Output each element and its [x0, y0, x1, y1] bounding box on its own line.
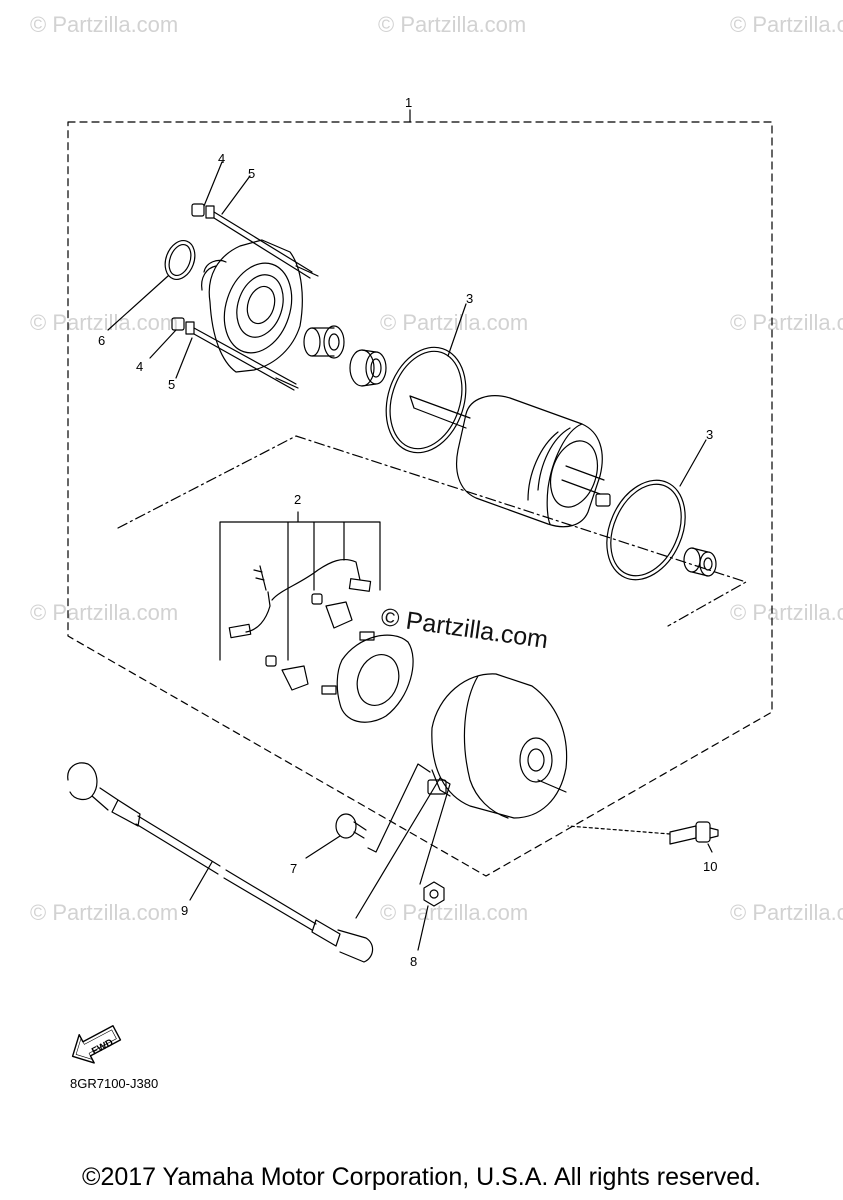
- leader-line-7: [305, 835, 341, 859]
- copyright-notice: ©2017 Yamaha Motor Corporation, U.S.A. A…: [82, 1163, 761, 1191]
- watermark: © Partzilla.com: [380, 900, 529, 925]
- callout-7: 7: [290, 861, 298, 876]
- bolt-4-upper: [191, 203, 319, 279]
- bearing: [303, 325, 345, 359]
- assembly-boundary: [67, 121, 773, 877]
- callout-4: 4: [136, 359, 144, 374]
- watermark: © Partzilla.com: [730, 900, 843, 925]
- watermark: © Partzilla.com: [380, 310, 529, 335]
- leader-line-4b: [149, 329, 177, 359]
- leader-line-8: [417, 905, 429, 951]
- callout-3: 3: [706, 427, 714, 442]
- bolt-4-lower: [171, 317, 299, 391]
- watermark: © Partzilla.com: [730, 12, 843, 37]
- leader-line-6: [107, 275, 169, 331]
- leader-line-10b: [567, 825, 671, 835]
- callout-4: 4: [218, 151, 226, 166]
- leader-line-10: [707, 843, 713, 853]
- callout-2: 2: [294, 492, 302, 507]
- brush-plate: [321, 631, 414, 723]
- bushing: [683, 547, 717, 577]
- nut-8: [423, 881, 445, 907]
- lead-wire: [67, 762, 374, 963]
- screw-7: [335, 813, 367, 839]
- diagram-code: 8GR7100-J380: [70, 1076, 159, 1091]
- watermark: © Partzilla.com: [730, 600, 843, 625]
- leader-line-9: [189, 861, 213, 901]
- watermark: © Partzilla.com: [30, 600, 179, 625]
- leader-line-5a: [221, 175, 251, 215]
- watermark: © Partzilla.com: [730, 310, 843, 335]
- watermark: © Partzilla.com: [378, 12, 527, 37]
- callout-6: 6: [98, 333, 106, 348]
- watermark: © Partzilla.com: [30, 310, 179, 335]
- o-ring-3-left: [385, 346, 467, 454]
- callout-5: 5: [248, 166, 256, 181]
- o-ring-6: [164, 240, 196, 280]
- callout-1: 1: [405, 95, 413, 110]
- watermark: © Partzilla.com: [30, 12, 179, 37]
- leader-line-7b: [367, 763, 431, 853]
- fwd-label: FWD: [90, 1037, 115, 1057]
- rear-cover: [427, 673, 568, 819]
- o-ring-3-right: [606, 479, 686, 581]
- brush-holder-set: [228, 558, 372, 691]
- armature-yoke: [409, 395, 611, 528]
- callout-10: 10: [703, 859, 718, 874]
- brush-section-boundary: [117, 435, 747, 627]
- leader-line-5b: [175, 337, 193, 379]
- bolt-10: [669, 821, 719, 845]
- oil-seal: [349, 349, 387, 387]
- leader-line-9b: [355, 777, 451, 919]
- leader-line-3b: [679, 439, 707, 487]
- leader-line-3a: [447, 303, 467, 357]
- callout-8: 8: [410, 954, 418, 969]
- callout-5: 5: [168, 377, 176, 392]
- leader-line-4a: [203, 161, 223, 207]
- callout-3: 3: [466, 291, 474, 306]
- fwd-arrow-icon: [71, 1025, 122, 1064]
- watermark: © Partzilla.com: [30, 900, 179, 925]
- callout-9: 9: [181, 903, 189, 918]
- front-cover: [201, 239, 303, 373]
- bracket-item-2: [219, 511, 381, 661]
